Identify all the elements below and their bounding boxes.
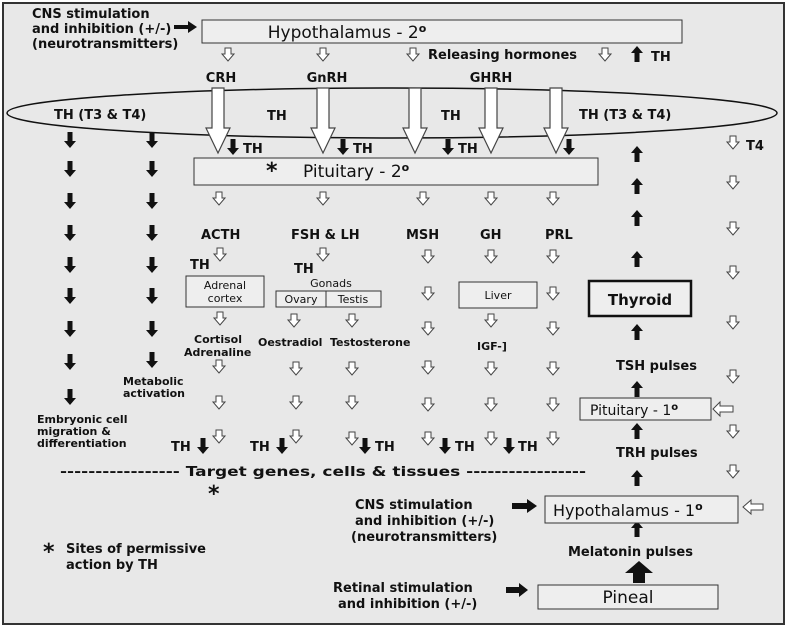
- svg-text:Pituitary - 1o: Pituitary - 1o: [590, 402, 678, 419]
- th-label-top-right: TH: [651, 50, 671, 65]
- svg-text:(neurotransmitters): (neurotransmitters): [351, 530, 497, 545]
- svg-text:*: *: [266, 159, 278, 184]
- pituitary-1-input-arrow: [712, 400, 734, 418]
- svg-text:and inhibition (+/-): and inhibition (+/-): [32, 22, 171, 37]
- pineal-box: Pineal: [537, 584, 719, 610]
- gonads-label: Gonads: [310, 277, 352, 290]
- pituitary-1-box: Pituitary - 1o: [579, 397, 712, 421]
- trh-pulses-label: TRH pulses: [616, 446, 698, 461]
- oestradiol-label: Oestradiol: [258, 336, 322, 349]
- svg-text:CNS stimulation: CNS stimulation: [355, 498, 473, 513]
- cns-bottom-label: CNS stimulation and inhibition (+/-) (ne…: [351, 498, 497, 545]
- melatonin-pulses-label: Melatonin pulses: [568, 545, 693, 560]
- acth-label: ACTH: [201, 228, 240, 243]
- cns-top-label: CNS stimulation and inhibition (+/-) (ne…: [32, 7, 178, 52]
- svg-text:Liver: Liver: [485, 289, 512, 302]
- svg-text:TH: TH: [375, 440, 395, 455]
- prl-label: PRL: [545, 228, 573, 243]
- target-star: *: [208, 482, 220, 507]
- ghrh-label: GHRH: [470, 71, 512, 86]
- pituitary-2-box: * Pituitary - 2o: [193, 157, 599, 186]
- th-target-arrows: TH TH TH TH TH: [171, 438, 538, 455]
- retinal-label: Retinal stimulation and inhibition (+/-): [333, 581, 477, 612]
- t4-label: T4: [746, 139, 764, 154]
- releasing-hormones-label: Releasing hormones: [428, 48, 577, 63]
- hypothalamus-1-input-arrow: [742, 498, 764, 516]
- svg-text:Thyroid: Thyroid: [608, 291, 672, 309]
- gh-label: GH: [480, 228, 502, 243]
- svg-text:Pineal: Pineal: [603, 588, 654, 608]
- svg-text:Testis: Testis: [337, 293, 369, 306]
- svg-text:Pituitary - 2o: Pituitary - 2o: [303, 161, 410, 182]
- retinal-arrow: [506, 583, 528, 597]
- melatonin-up-arrow: [625, 561, 653, 583]
- testis-box: Testis: [325, 290, 382, 308]
- svg-text:TH: TH: [518, 440, 538, 455]
- svg-text:cortex: cortex: [208, 292, 243, 305]
- svg-text:Hypothalamus - 1o: Hypothalamus - 1o: [553, 500, 703, 520]
- fsh-lh-label: FSH & LH: [291, 228, 360, 243]
- cortisol-label: Cortisol: [194, 333, 242, 346]
- svg-text:(neurotransmitters): (neurotransmitters): [32, 37, 178, 52]
- svg-text:Ovary: Ovary: [285, 293, 318, 306]
- ovary-box: Ovary: [275, 290, 327, 308]
- th-gonads: TH: [294, 262, 314, 277]
- embryonic-label-2: migration &: [37, 425, 111, 438]
- embryonic-label-3: differentiation: [37, 437, 127, 450]
- igf-label: IGF-]: [477, 340, 507, 353]
- svg-text:and inhibition (+/-): and inhibition (+/-): [338, 597, 477, 612]
- hypothalamus-1-box: Hypothalamus - 1o: [544, 495, 739, 524]
- tsh-pulses-label: TSH pulses: [616, 359, 697, 374]
- svg-text:TH: TH: [250, 440, 270, 455]
- svg-text:and inhibition (+/-): and inhibition (+/-): [355, 514, 494, 529]
- svg-text:*: *: [43, 540, 55, 565]
- testosterone-label: Testosterone: [330, 336, 410, 349]
- cns-bottom-arrow: [512, 499, 537, 513]
- svg-text:action by TH: action by TH: [66, 558, 158, 573]
- svg-text:Sites of permissive: Sites of permissive: [66, 542, 206, 557]
- sites-note: * Sites of permissive action by TH: [43, 540, 206, 573]
- svg-text:Retinal stimulation: Retinal stimulation: [333, 581, 473, 596]
- ellipse-th-right: TH (T3 & T4): [579, 108, 671, 123]
- gnrh-label: GnRH: [307, 71, 348, 86]
- ellipse-th-mid1: TH: [267, 109, 287, 124]
- ellipse-th-mid2: TH: [441, 109, 461, 124]
- svg-text:TH: TH: [171, 440, 191, 455]
- th-pituitary-1: TH: [243, 142, 263, 157]
- ellipse-th-left: TH (T3 & T4): [54, 108, 146, 123]
- th-circulation-ellipse: [6, 87, 778, 139]
- msh-label: MSH: [406, 228, 439, 243]
- th-pituitary-2: TH: [353, 142, 373, 157]
- svg-text:Hypothalamus - 2o: Hypothalamus - 2o: [268, 22, 427, 43]
- svg-text:TH: TH: [455, 440, 475, 455]
- crh-label: CRH: [206, 71, 236, 86]
- th-adrenal: TH: [190, 258, 210, 273]
- th-pituitary-3: TH: [458, 142, 478, 157]
- svg-text:CNS stimulation: CNS stimulation: [32, 7, 150, 22]
- metabolic-label-1: Metabolic: [123, 375, 184, 388]
- liver-box: Liver: [458, 281, 538, 309]
- target-genes-label: ----------------- Target genes, cells & …: [60, 465, 586, 480]
- metabolic-label-2: activation: [123, 387, 185, 400]
- embryonic-label-1: Embryonic cell: [37, 413, 127, 426]
- thyroid-box: Thyroid: [587, 279, 693, 318]
- adrenaline-label: Adrenaline: [184, 346, 251, 359]
- adrenal-cortex-box: Adrenal cortex: [185, 275, 265, 308]
- cns-top-arrow: [174, 21, 197, 33]
- hypothalamus-2-box: Hypothalamus - 2o: [201, 19, 683, 44]
- svg-text:Adrenal: Adrenal: [204, 279, 246, 292]
